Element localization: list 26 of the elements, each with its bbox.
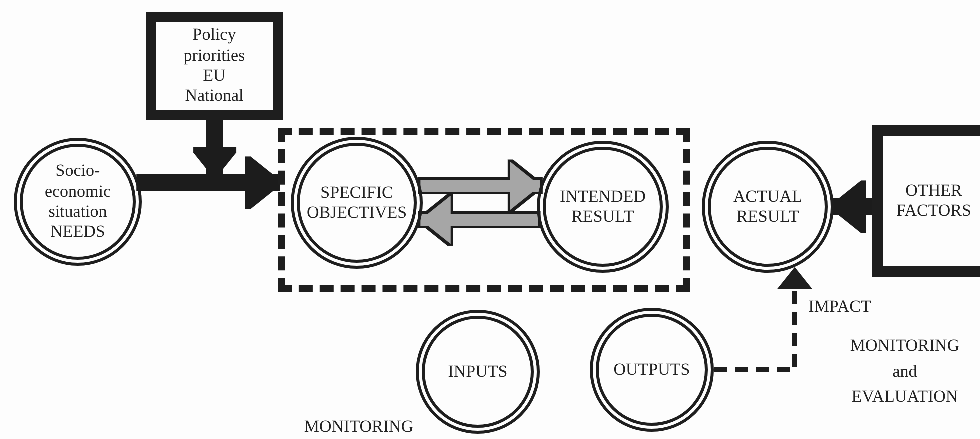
node-label: SPECIFIC OBJECTIVES [306, 182, 408, 224]
node-label: INPUTS [448, 362, 508, 382]
circle-node [416, 310, 540, 434]
text-label: IMPACT [808, 296, 872, 318]
factor-box [872, 125, 980, 277]
text-label: MONITORING [303, 416, 415, 438]
arrow [196, 120, 234, 174]
circle-node [291, 137, 423, 269]
circle-node [702, 141, 834, 273]
node-label: Socio-economic situation NEEDS [44, 161, 112, 243]
node-label: OUTPUTS [614, 360, 690, 380]
circle-node [590, 308, 714, 432]
arrow [714, 267, 813, 372]
arrow [139, 159, 278, 207]
node-label: Policy priorities EU National [182, 25, 246, 107]
callout-box [146, 12, 283, 120]
text-label: MONITORING and EVALUATION [849, 335, 961, 408]
circle-node [537, 141, 669, 273]
node-label: INTENDED RESULT [559, 186, 647, 228]
arrow [834, 183, 872, 231]
circle-node [14, 138, 142, 266]
arrow [420, 196, 538, 244]
dashed-group-frame [278, 128, 690, 292]
node-label: ACTUAL RESULT [732, 186, 804, 228]
node-label: OTHER FACTORS [896, 180, 972, 222]
arrow [420, 162, 540, 210]
